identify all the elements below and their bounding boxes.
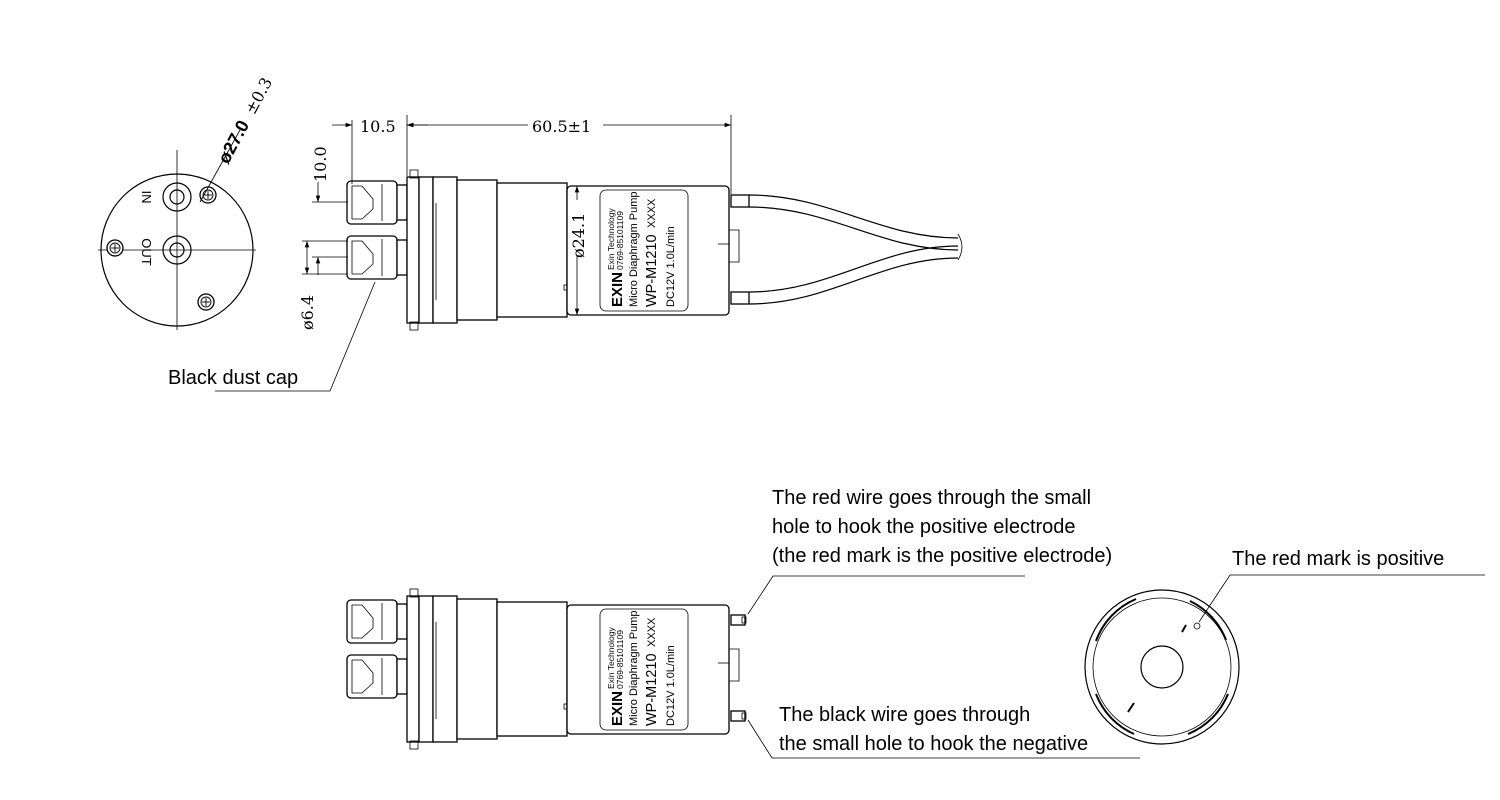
label-product-type-bottom: Micro Diaphragm Pump (628, 610, 640, 726)
pump-label-bottom: EXIN Exin Technology 0769-85101109 Micro… (606, 610, 677, 726)
pump-label-top: EXIN Exin Technology 0769-85101109 Micro… (606, 191, 677, 307)
dust-cap-label: Black dust cap (168, 367, 298, 389)
label-company: Exin Technology (606, 208, 616, 270)
bottom-side-view: EXIN Exin Technology 0769-85101109 Micro… (346, 487, 1140, 759)
black-wire-note-line1: The black wire goes through (779, 704, 1030, 726)
label-model-suffix: XXXX (646, 198, 658, 228)
label-model-suffix-bottom: XXXX (646, 617, 658, 647)
end-view: IN OUT ø27.0 ±0.3 (98, 74, 276, 330)
diameter-tolerance: ±0.3 (241, 74, 276, 117)
label-model: WP-M1210 (644, 234, 660, 307)
dim-length: 60.5±1 (532, 117, 591, 136)
logo-text: EXIN (609, 272, 626, 307)
dim-left: 10.5 (360, 117, 396, 136)
diameter-label: ø27.0 (214, 117, 253, 167)
red-wire-note-line3: (the red mark is the positive electrode) (772, 545, 1112, 567)
red-mark-note: The red mark is positive (1232, 548, 1444, 570)
port-in-label: IN (139, 191, 154, 204)
label-rating: DC12V 1.0L/min (665, 226, 677, 307)
motor-end-view: The red mark is positive (1084, 548, 1485, 745)
label-phone: 0769-85101109 (615, 211, 625, 270)
dim-port-diameter: ø6.4 (298, 295, 317, 330)
red-wire-note-line2: hole to hook the positive electrode (772, 516, 1076, 538)
black-wire-note-line2: the small hole to hook the negative (779, 733, 1088, 755)
label-company-bottom: Exin Technology (606, 627, 616, 689)
red-wire-note-line1: The red wire goes through the small (772, 487, 1091, 509)
label-model-bottom: WP-M1210 (644, 653, 660, 726)
dim-body-diameter: ø24.1 (569, 213, 588, 258)
label-rating-bottom: DC12V 1.0L/min (665, 645, 677, 726)
logo-text-bottom: EXIN (609, 691, 626, 726)
dim-height: 10.0 (311, 146, 330, 182)
label-product-type: Micro Diaphragm Pump (628, 191, 640, 307)
label-phone-bottom: 0769-85101109 (615, 630, 625, 689)
port-out-label: OUT (139, 238, 154, 266)
side-view: EXIN Exin Technology 0769-85101109 Micro… (168, 115, 963, 392)
